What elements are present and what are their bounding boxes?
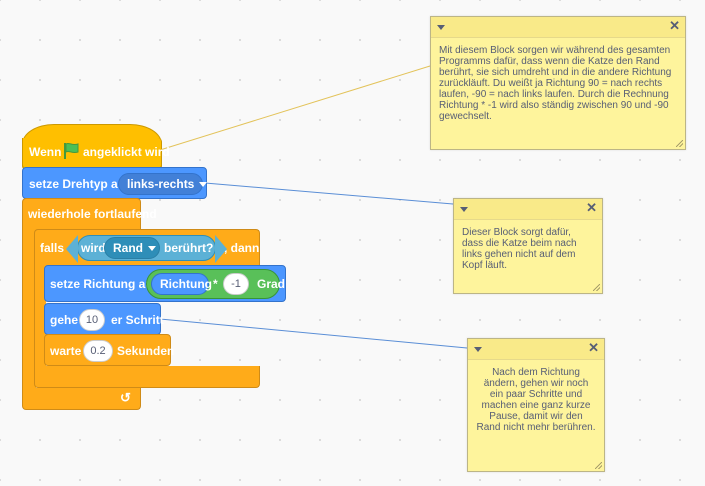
connector-comment-3 bbox=[159, 318, 468, 349]
hex-left-edge bbox=[66, 235, 78, 263]
comment-note-1[interactable]: ✕ Mit diesem Block sorgen wir während de… bbox=[430, 16, 686, 150]
forever-top bbox=[22, 198, 141, 230]
point-direction-label: setze Richtung auf bbox=[50, 277, 157, 291]
move-steps-block[interactable]: gehe 10 er Schritt bbox=[44, 303, 164, 335]
direction-reporter[interactable]: Richtung bbox=[151, 273, 212, 295]
green-flag-icon[interactable] bbox=[63, 142, 79, 160]
connector-comment-2 bbox=[204, 182, 454, 205]
multiplier-input[interactable]: -1 bbox=[223, 273, 249, 295]
move-label: gehe bbox=[50, 313, 79, 327]
direction-reporter-label: Richtung bbox=[160, 277, 212, 291]
loop-arrow-icon: ↺ bbox=[120, 390, 131, 405]
if-bottom bbox=[34, 366, 260, 388]
steps-input[interactable]: 10 bbox=[79, 309, 105, 331]
comment-text[interactable]: Nach dem Richtung ändern, gehen wir noch… bbox=[476, 367, 596, 433]
chevron-down-icon bbox=[199, 182, 208, 188]
rotation-style-dropdown[interactable]: links-rechts bbox=[118, 173, 208, 195]
connector-comment-1 bbox=[159, 65, 431, 151]
comment-text[interactable]: Dieser Block sorgt dafür, dass die Katze… bbox=[462, 227, 577, 271]
close-icon[interactable]: ✕ bbox=[586, 200, 597, 215]
close-icon[interactable]: ✕ bbox=[588, 340, 599, 355]
resize-handle-icon[interactable] bbox=[676, 140, 683, 147]
resize-handle-icon[interactable] bbox=[595, 462, 602, 469]
collapse-triangle-icon[interactable] bbox=[474, 347, 482, 352]
comment-header[interactable]: ✕ bbox=[468, 339, 604, 360]
resize-handle-icon[interactable] bbox=[593, 284, 600, 291]
forever-bottom bbox=[22, 388, 141, 410]
touching-label: wird bbox=[81, 241, 106, 255]
comment-header[interactable]: ✕ bbox=[431, 17, 685, 38]
comment-note-3[interactable]: ✕ Nach dem Richtung ändern, gehen wir no… bbox=[467, 338, 605, 472]
touching-label-after: berührt? bbox=[164, 241, 214, 255]
multiply-operator-reporter[interactable]: Richtung * -1 bbox=[146, 269, 280, 299]
comment-header[interactable]: ✕ bbox=[454, 199, 602, 220]
set-rotation-style-block[interactable]: setze Drehtyp auf links-rechts bbox=[22, 167, 208, 199]
touching-object-value: Rand bbox=[113, 241, 143, 255]
comment-note-2[interactable]: ✕ Dieser Block sorgt dafür, dass die Kat… bbox=[453, 198, 603, 294]
degree-label: Grad bbox=[257, 277, 286, 291]
then-label: , dann bbox=[224, 241, 260, 255]
forever-arm bbox=[22, 228, 36, 394]
close-icon[interactable]: ✕ bbox=[669, 18, 680, 33]
multiply-symbol: * bbox=[213, 277, 218, 291]
wait-label: warte bbox=[50, 344, 82, 358]
move-label-after: er Schritt bbox=[111, 313, 164, 327]
set-rotation-label: setze Drehtyp auf bbox=[29, 177, 130, 191]
collapse-triangle-icon[interactable] bbox=[437, 25, 445, 30]
touching-edge-reporter[interactable]: wird Rand berührt? bbox=[66, 235, 227, 263]
collapse-triangle-icon[interactable] bbox=[460, 207, 468, 212]
hat-label-after: angeklickt wird bbox=[83, 145, 170, 159]
rotation-style-value: links-rechts bbox=[127, 177, 195, 191]
comment-text[interactable]: Mit diesem Block sorgen wir während des … bbox=[439, 45, 672, 122]
chevron-down-icon bbox=[148, 246, 156, 252]
wait-seconds-block[interactable]: warte 0.2 Sekunden bbox=[44, 334, 175, 366]
if-label: falls bbox=[40, 241, 65, 255]
point-in-direction-block[interactable]: setze Richtung auf Richtung * -1 Grad bbox=[44, 265, 286, 302]
hat-bar bbox=[22, 138, 162, 169]
wait-label-after: Sekunden bbox=[117, 344, 175, 358]
wait-seconds-input[interactable]: 0.2 bbox=[83, 340, 113, 362]
hex-right-edge bbox=[215, 235, 227, 263]
forever-label: wiederhole fortlaufend bbox=[28, 207, 157, 221]
touching-object-dropdown[interactable]: Rand bbox=[104, 237, 160, 259]
if-arm bbox=[34, 264, 46, 368]
hat-label-before: Wenn bbox=[29, 145, 62, 159]
